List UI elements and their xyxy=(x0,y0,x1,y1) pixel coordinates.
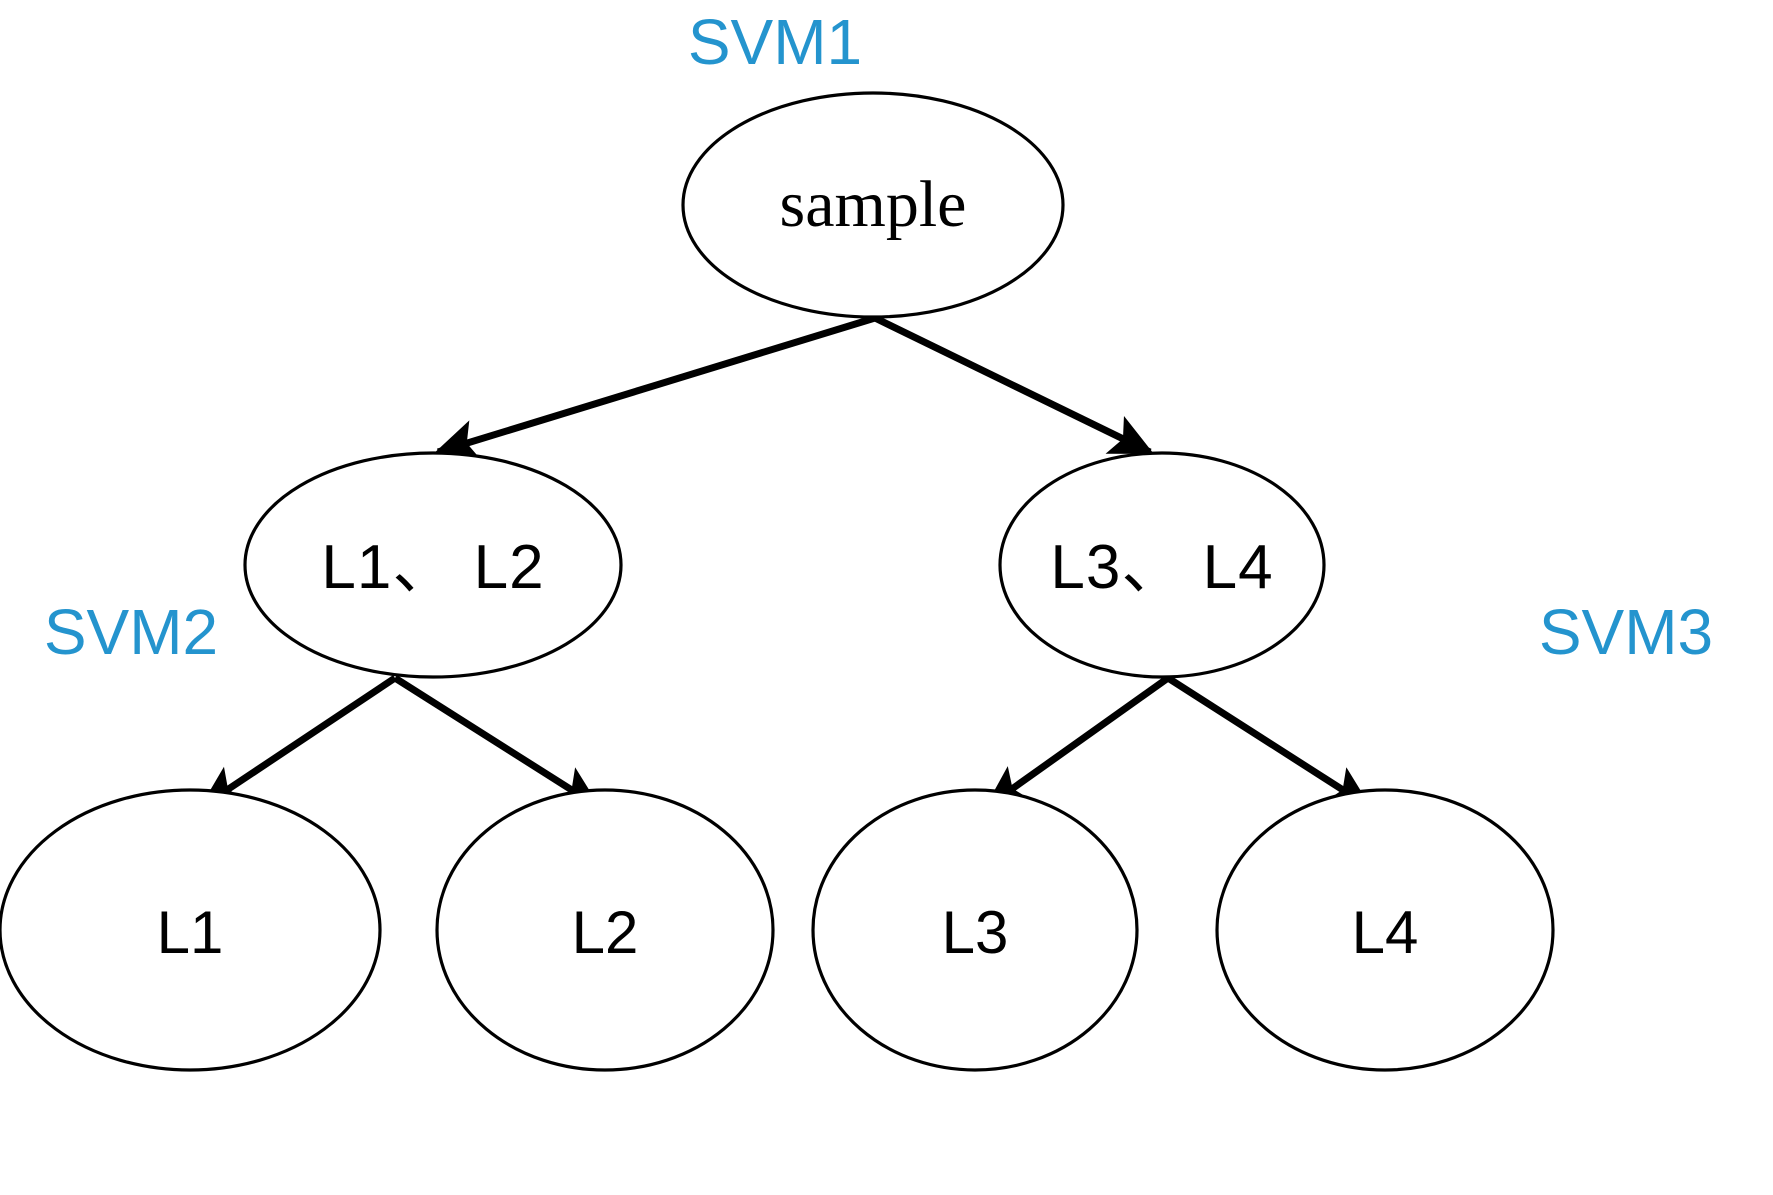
node-leaf-l2-shape[interactable] xyxy=(435,788,775,1072)
node-leaf-l3-shape[interactable] xyxy=(811,788,1139,1072)
svm3-tag-label: SVM3 xyxy=(1538,596,1714,668)
node-group xyxy=(0,91,1555,1072)
edge-group xyxy=(199,314,1372,809)
node-mid-left-label: L1、 L2 xyxy=(321,533,545,602)
node-leaf-l4-shape[interactable] xyxy=(1215,788,1555,1072)
edge-root-to-mid-left xyxy=(433,314,877,461)
node-leaf-l3-label: L3 xyxy=(941,899,1009,966)
edge-mid-right-to-leaf-l4 xyxy=(1166,675,1372,809)
node-root-label: sample xyxy=(779,168,967,241)
node-mid-right-shape[interactable] xyxy=(998,451,1326,679)
node-leaf-l4-label: L4 xyxy=(1351,899,1419,966)
edge-mid-right-to-leaf-l3 xyxy=(984,675,1171,809)
node-root-shape[interactable] xyxy=(681,91,1065,319)
edge-root-to-mid-right xyxy=(873,314,1154,456)
node-leaf-l2-label: L2 xyxy=(571,899,639,966)
node-mid-left-shape[interactable] xyxy=(243,451,623,679)
node-mid-right-label: L3、 L4 xyxy=(1050,533,1274,602)
edge-mid-left-to-leaf-l2 xyxy=(393,675,601,809)
svm1-tag-label: SVM1 xyxy=(687,6,863,78)
node-leaf-l1-label: L1 xyxy=(156,899,224,966)
svm2-tag-label: SVM2 xyxy=(43,596,219,668)
edge-mid-left-to-leaf-l1 xyxy=(199,675,397,809)
node-leaf-l1-shape[interactable] xyxy=(0,788,382,1072)
